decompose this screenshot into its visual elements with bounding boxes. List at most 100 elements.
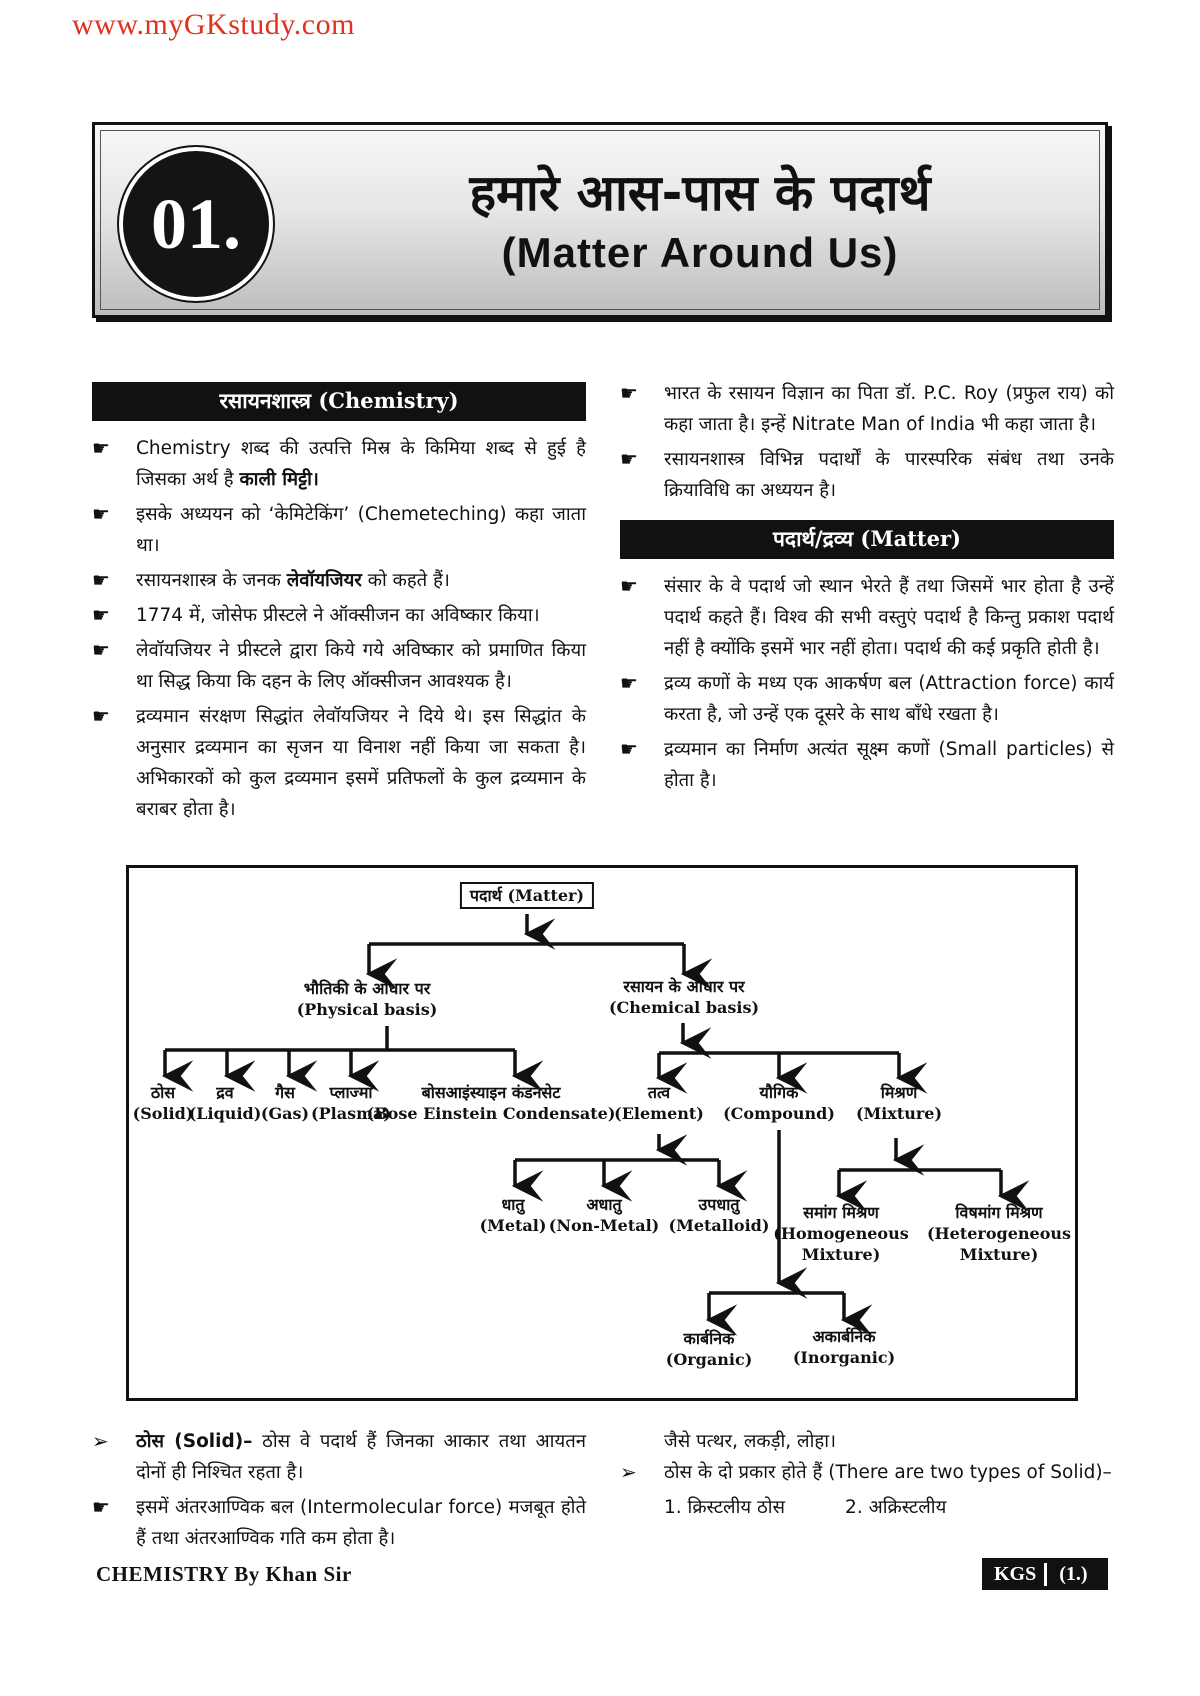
pointing-hand-icon: ☛ xyxy=(620,574,638,598)
diagram-node-solid: ठोस(Solid) xyxy=(133,1082,194,1124)
diagram-node-organic: कार्बनिक (Organic) xyxy=(666,1328,753,1370)
node-label-hindi: धातु xyxy=(501,1195,525,1214)
node-label-english: Mixture) xyxy=(959,1245,1039,1264)
bullet-text: ठोस वे पदार्थ हैं जिनका आकार तथा आयतन दो… xyxy=(136,1431,587,1483)
node-label-hindi: तत्व xyxy=(647,1083,671,1102)
node-label-hindi: रसायन के आधार पर xyxy=(623,977,745,996)
bottom-right-column: जैसे पत्थर, लकड़ी, लोहा। ➢ठोस के दो प्रक… xyxy=(620,1426,1114,1523)
bullet-item: ☛ 1774 में, जोसेफ प्रीस्टले ने ऑक्सीजन का… xyxy=(92,600,586,631)
bullet-bold-text: काली मिट्टी। xyxy=(239,469,319,490)
pointing-hand-icon: ☛ xyxy=(92,603,110,627)
bullet-text: ठोस के दो प्रकार होते हैं (There are two… xyxy=(664,1462,1112,1483)
bullet-item: ☛ इसके अध्ययन को ‘केमिटेकिंग’ (Chemetechi… xyxy=(92,499,586,561)
node-label-hindi: द्रव xyxy=(216,1083,234,1102)
footer-page-badge: KGS (1.) xyxy=(982,1558,1108,1590)
type-amorphous: 2. अक्रिस्टलीय xyxy=(845,1497,947,1518)
node-label-english: (Organic) xyxy=(665,1350,753,1369)
bullet-item: ☛ द्रव्यमान संरक्षण सिद्धांत लेवॉयजियर ने… xyxy=(92,701,586,825)
diagram-node-inorganic: अकार्बनिक (Inorganic) xyxy=(793,1326,895,1368)
banner-inner-border xyxy=(100,130,1100,310)
bullet-text: रसायनशास्त्र विभिन्न पदार्थों के पारस्पर… xyxy=(664,449,1114,501)
bullet-bold-text: लेवॉयजियर xyxy=(286,570,362,591)
node-label-english: (Non-Metal) xyxy=(548,1216,660,1235)
node-label-hindi: गैस xyxy=(275,1083,295,1102)
diagram-node-metalloid: उपधातु (Metalloid) xyxy=(669,1194,770,1236)
node-label-hindi: अकार्बनिक xyxy=(812,1327,876,1346)
solid-types-list: 1. क्रिस्टलीय ठोस 2. अक्रिस्टलीय xyxy=(620,1492,1114,1523)
node-label-english: (Bose Einstein Condensate) xyxy=(366,1104,616,1123)
node-label-english: (Compound) xyxy=(723,1104,835,1123)
pointing-hand-icon: ☛ xyxy=(92,568,110,592)
section-heading-chemistry: रसायनशास्त्र (Chemistry) xyxy=(92,382,586,421)
node-label-english: (Plasma) xyxy=(311,1104,391,1123)
diagram-connectors xyxy=(161,914,1030,1336)
chapter-number-badge: 01. xyxy=(119,147,273,301)
bullet-item: ☛द्रव्यमान का निर्माण अत्यंत सूक्ष्म कणो… xyxy=(620,734,1114,796)
diagram-node-mixture: मिश्रण(Mixture) xyxy=(856,1082,942,1124)
solid-types: ➢ ठोस के दो प्रकार होते हैं (There are tw… xyxy=(620,1457,1114,1488)
bullet-text: इसके अध्ययन को ‘केमिटेकिंग’ (Chemetechin… xyxy=(136,504,586,556)
solid-label: ठोस (Solid)– xyxy=(136,1431,253,1452)
diagram-node-plasma: प्लाज्मा(Plasma) xyxy=(311,1082,391,1124)
pointing-hand-icon: ☛ xyxy=(92,502,110,526)
bottom-left-column: ➢ ठोस (Solid)– ठोस वे पदार्थ हैं जिनका आक… xyxy=(92,1426,586,1558)
pointing-hand-icon: ☛ xyxy=(92,704,110,728)
diagram-chemical-basis: रसायन के आधार पर (Chemical basis) xyxy=(609,976,759,1018)
node-label-english: (Chemical basis) xyxy=(608,998,760,1017)
pointing-hand-icon: ☛ xyxy=(92,638,110,662)
bullet-item: ☛ Chemistry शब्द की उत्पत्ति मिस्र के किम… xyxy=(92,433,586,495)
site-url[interactable]: www.myGKstudy.com xyxy=(72,8,355,41)
node-label-english: (Mixture) xyxy=(855,1104,943,1123)
page-number: (1.) xyxy=(1059,1562,1088,1585)
solid-definition: ➢ ठोस (Solid)– ठोस वे पदार्थ हैं जिनका आक… xyxy=(92,1426,586,1488)
diagram-node-metal: धातु (Metal) xyxy=(480,1194,547,1236)
bullet-text: द्रव्यमान संरक्षण सिद्धांत लेवॉयजियर ने … xyxy=(136,706,586,820)
bullet-text: संसार के वे पदार्थ जो स्थान भेरते हैं तथ… xyxy=(664,576,1114,659)
node-label-hindi: कार्बनिक xyxy=(683,1329,735,1348)
chapter-title-hindi: हमारे आस-पास के पदार्थ xyxy=(469,164,931,222)
section-heading-matter: पदार्थ/द्रव्य (Matter) xyxy=(620,520,1114,559)
pointing-hand-icon: ☛ xyxy=(620,381,638,405)
footer-author: CHEMISTRY By Khan Sir xyxy=(96,1562,352,1586)
diagram-node-element: तत्व(Element) xyxy=(614,1082,704,1124)
node-label-hindi: बोसआइंस्याइन कंडनसेट xyxy=(421,1083,561,1102)
node-label-english: (Heterogeneous xyxy=(926,1224,1072,1243)
diagram-root-label: पदार्थ (Matter) xyxy=(459,882,595,909)
node-label-hindi: ठोस xyxy=(150,1083,176,1102)
diagram-node-gas: गैस (Gas) xyxy=(261,1082,309,1124)
bullet-text: Chemistry शब्द की उत्पत्ति मिस्र के किमि… xyxy=(136,438,586,490)
node-label-english: (Gas) xyxy=(260,1104,310,1123)
node-label-english: Mixture) xyxy=(801,1245,881,1264)
node-label-english: (Metalloid) xyxy=(668,1216,770,1235)
bullet-text: को कहते हैं। xyxy=(361,570,450,591)
pointing-hand-icon: ☛ xyxy=(92,1495,110,1519)
diagram-node-compound: यौगिक (Compound) xyxy=(723,1082,835,1124)
type-crystalline: 1. क्रिस्टलीय ठोस xyxy=(664,1497,786,1518)
pointing-hand-icon: ☛ xyxy=(620,447,638,471)
node-label-english: (Inorganic) xyxy=(792,1348,896,1367)
diagram-physical-basis: भौतिकी के आधार पर(Physical basis) xyxy=(297,978,438,1020)
diagram-node-bec: बोसआइंस्याइन कंडनसेट (Bose Einstein Conde… xyxy=(367,1082,616,1124)
diagram-node-liquid: द्रव(Liquid) xyxy=(189,1082,262,1124)
node-label-hindi: यौगिक xyxy=(759,1083,799,1102)
node-label-hindi: उपधातु xyxy=(698,1195,740,1214)
pointing-hand-icon: ☛ xyxy=(92,436,110,460)
bullet-item: ☛द्रव्य कणों के मध्य एक आकर्षण बल (Attra… xyxy=(620,668,1114,730)
diagram-node-nonmetal: अधातु (Non-Metal) xyxy=(549,1194,659,1236)
bullet-text: 1774 में, जोसेफ प्रीस्टले ने ऑक्सीजन का … xyxy=(136,605,540,626)
chapter-title-english: (Matter Around Us) xyxy=(501,229,899,276)
left-column: रसायनशास्त्र (Chemistry) ☛ Chemistry शब्द… xyxy=(92,382,586,829)
chapter-banner: 01. हमारे आस-पास के पदार्थ (Matter Aroun… xyxy=(92,122,1108,318)
arrowhead-bullet-icon: ➢ xyxy=(620,1460,637,1484)
bullet-item: ☛भारत के रसायन विज्ञान का पिता डॉ. P.C. … xyxy=(620,378,1114,440)
bullet-text: लेवॉयजियर ने प्रीस्टले द्वारा किये गये अ… xyxy=(136,640,586,692)
node-label-hindi: अधातु xyxy=(586,1195,622,1214)
bullet-item: ☛ इसमें अंतरआण्विक बल (Intermolecular for… xyxy=(92,1492,586,1554)
node-label-english: (Physical basis) xyxy=(296,1000,438,1019)
pointing-hand-icon: ☛ xyxy=(620,671,638,695)
bullet-text: इसमें अंतरआण्विक बल (Intermolecular forc… xyxy=(136,1497,586,1549)
arrowhead-bullet-icon: ➢ xyxy=(92,1429,109,1453)
node-label-english: (Metal) xyxy=(479,1216,547,1235)
bullet-item: ☛रसायनशास्त्र के जनक लेवॉयजियर को कहते ह… xyxy=(92,565,586,596)
